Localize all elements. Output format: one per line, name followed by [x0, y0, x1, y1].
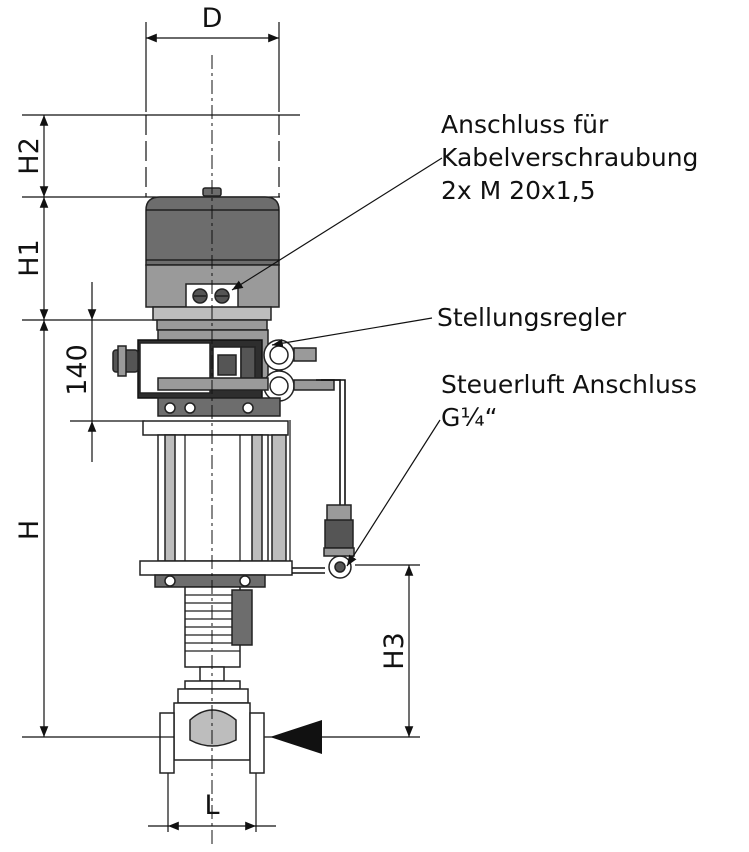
- callout-cable-gland: Anschluss für Kabelverschraubung 2x M 20…: [441, 110, 698, 205]
- actuator: [145, 115, 280, 331]
- callout-positioner: Stellungsregler: [437, 303, 627, 332]
- valve-body: [159, 586, 265, 774]
- dim-label-h3: H3: [379, 632, 410, 669]
- callout-control-air-line1: Steuerluft Anschluss: [441, 370, 697, 399]
- flow-direction-arrow: [270, 720, 322, 754]
- callout-control-air: Steuerluft Anschluss G¼“: [441, 370, 697, 432]
- dim-label-d: D: [202, 3, 223, 34]
- callout-cable-gland-line2: Kabelverschraubung: [441, 143, 698, 172]
- pneumatic-cylinder: [139, 434, 293, 588]
- dim-label-h2: H2: [14, 137, 45, 174]
- callout-control-air-line2: G¼“: [441, 403, 498, 432]
- positioner-assembly: [112, 329, 335, 436]
- dimension-labels: D H2 H1 140 H H3 L: [14, 3, 410, 821]
- callout-cable-gland-line1: Anschluss für: [441, 110, 609, 139]
- air-line: [289, 379, 355, 579]
- callout-leaders: [231, 157, 443, 567]
- dimension-lines: [22, 22, 420, 832]
- dim-label-h: H: [14, 520, 45, 540]
- dim-label-h1: H1: [14, 239, 45, 276]
- dim-label-140: 140: [62, 344, 93, 396]
- callout-cable-gland-line3: 2x M 20x1,5: [441, 176, 596, 205]
